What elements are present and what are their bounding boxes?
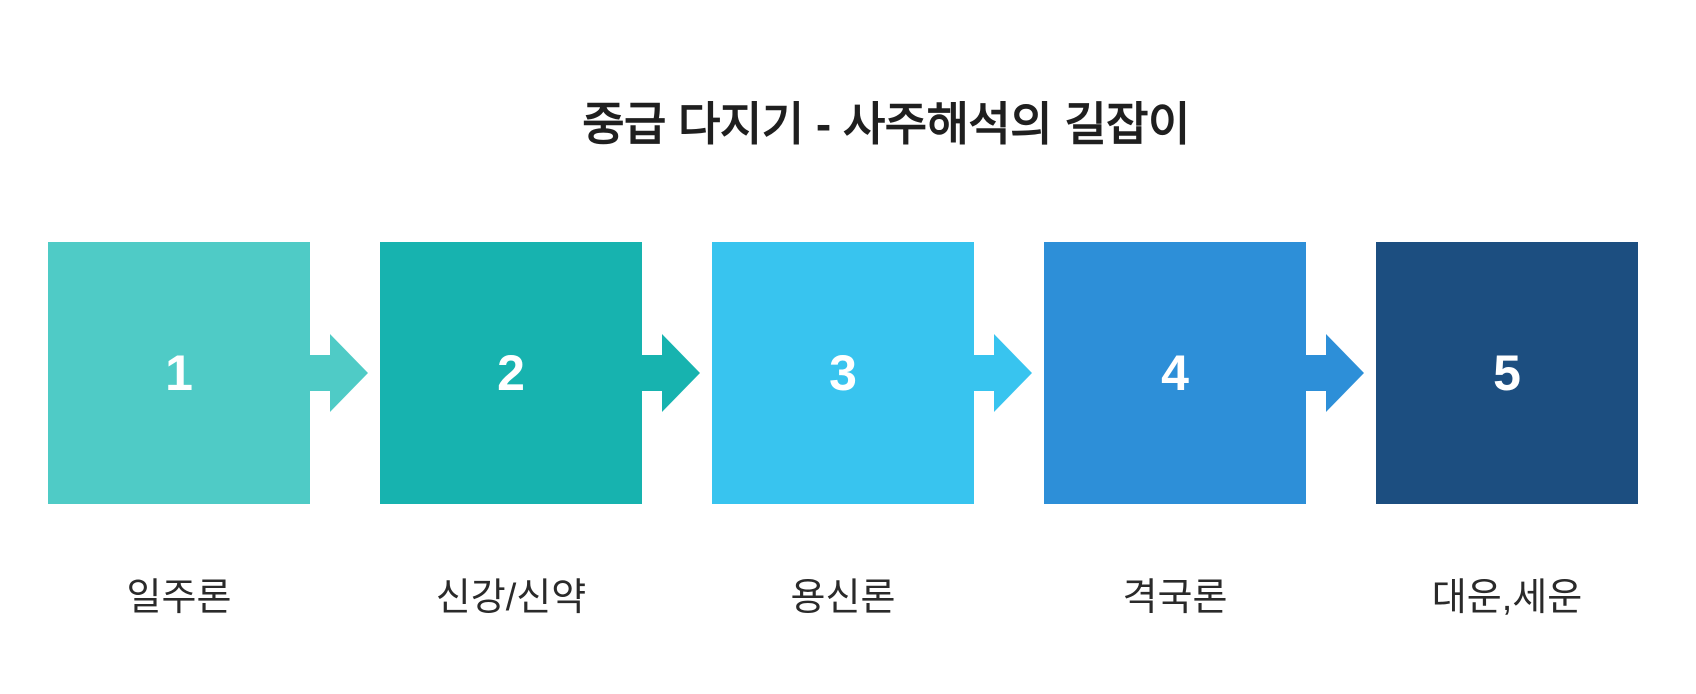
step-2-label: 신강/신약 (435, 577, 587, 619)
step-4: 4 격국론 (1044, 242, 1306, 622)
step-5-box: 5 (1376, 242, 1638, 504)
step-2: 2 신강/신약 (380, 242, 642, 622)
step-4-box: 4 (1044, 242, 1306, 504)
arrow-gap-3 (974, 242, 1044, 504)
step-3-box: 3 (712, 242, 974, 504)
step-5-number: 5 (1493, 345, 1521, 401)
step-1-number: 1 (165, 345, 193, 401)
arrow-right-icon (310, 334, 368, 412)
step-1-label: 일주론 (126, 577, 232, 619)
arrow-gap-1 (310, 242, 380, 504)
step-4-label: 격국론 (1122, 577, 1228, 619)
arrow-gap-4 (1306, 242, 1376, 504)
step-3-number: 3 (829, 345, 857, 401)
step-1: 1 일주론 (48, 242, 310, 622)
step-5: 5 대운,세운 (1376, 242, 1638, 622)
arrow-right-icon (974, 334, 1032, 412)
flow-diagram: 1 일주론 2 신강/신약 3 용신론 (48, 242, 1638, 622)
step-3: 3 용신론 (712, 242, 974, 622)
step-3-label: 용신론 (790, 577, 896, 619)
step-2-number: 2 (497, 345, 525, 401)
page-title: 중급 다지기 - 사주해석의 길잡이 (582, 98, 1190, 150)
arrow-gap-2 (642, 242, 712, 504)
arrow-right-icon (1306, 334, 1364, 412)
step-1-box: 1 (48, 242, 310, 504)
step-2-box: 2 (380, 242, 642, 504)
step-4-number: 4 (1161, 345, 1189, 401)
arrow-right-icon (642, 334, 700, 412)
step-5-label: 대운,세운 (1431, 577, 1583, 619)
